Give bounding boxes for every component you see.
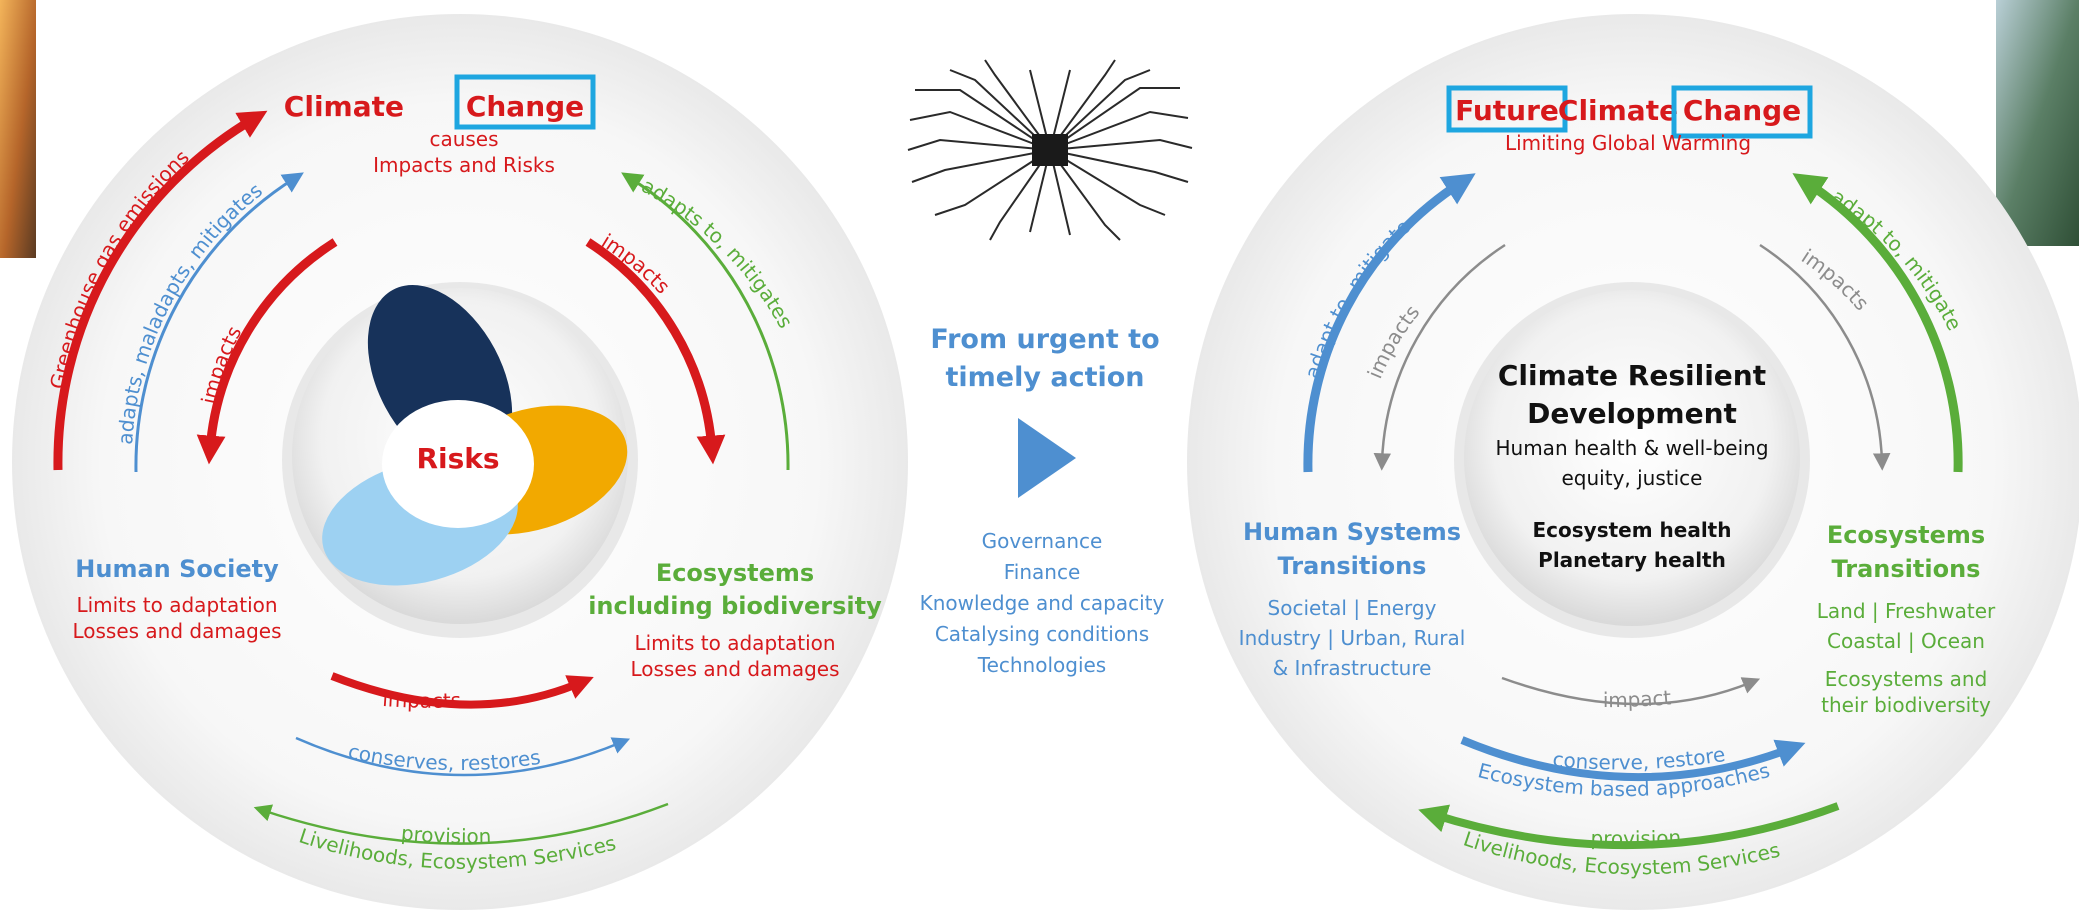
left-subtitle-causes: causes: [429, 127, 498, 151]
right-change-highlight: [1671, 85, 1813, 139]
play-arrow-icon: [1018, 418, 1076, 498]
impacts-right2-arrow: [1759, 243, 1891, 471]
est-line4: their biodiversity: [1821, 693, 1991, 717]
right-title-future: Future: [1455, 94, 1559, 127]
hst-line1: Societal | Energy: [1268, 596, 1437, 620]
chip-icon: [1032, 134, 1068, 166]
left-change-highlight: [454, 74, 596, 130]
provision2-arrow: [1418, 802, 1840, 850]
adapts-arrow: [134, 172, 304, 473]
risks-petals: [322, 285, 628, 586]
ecosystems-line1: Limits to adaptation: [634, 631, 835, 655]
conserve-arrow: [1460, 736, 1806, 782]
middle-item: Catalysing conditions: [935, 622, 1149, 646]
crd-line3: Ecosystem health: [1533, 518, 1732, 542]
est-line2: Coastal | Ocean: [1827, 629, 1985, 653]
impacts-left2-arrow: [1373, 243, 1506, 471]
ecosystems-title1: Ecosystems: [656, 559, 814, 587]
adapt-right-arrow: [1792, 173, 1963, 473]
middle-heading-2: timely action: [945, 362, 1144, 393]
provision2-label: provision: [1590, 825, 1681, 850]
impact-bottom2-label: impact: [1603, 685, 1672, 712]
human-society-line1: Limits to adaptation: [76, 593, 277, 617]
right-subtitle: Limiting Global Warming: [1505, 131, 1751, 155]
right-disc: Climate Resilient Development Human heal…: [1187, 14, 2079, 910]
adapt-left-arrow: [1303, 173, 1476, 473]
est-title1: Ecosystems: [1827, 521, 1985, 549]
left-title-climate: Climate: [284, 90, 404, 123]
impact-bottom2-arrow: [1501, 676, 1761, 706]
crd-title1: Climate Resilient: [1498, 359, 1766, 392]
ghg-arrow: [53, 110, 268, 471]
left-title-change: Change: [466, 90, 584, 123]
middle-item: Finance: [1004, 560, 1081, 584]
risks-label: Risks: [416, 442, 499, 475]
ecosystems-line2: Losses and damages: [630, 657, 839, 681]
right-title-climate: Climate: [1558, 94, 1678, 127]
crd-line1: Human health & well-being: [1495, 436, 1768, 460]
middle-heading-1: From urgent to: [930, 324, 1159, 355]
middle-item: Knowledge and capacity: [920, 591, 1165, 615]
human-society-title: Human Society: [75, 555, 279, 583]
est-line1: Land | Freshwater: [1817, 599, 1996, 623]
middle-panel: From urgent to timely action GovernanceF…: [866, 0, 1206, 677]
provision-arrow: [253, 802, 669, 845]
hst-line3: & Infrastructure: [1273, 656, 1432, 680]
impacts-bottom-arrow: [330, 672, 594, 709]
left-disc: Risks Greenhouse gas emissions adapts, m…: [12, 14, 908, 910]
crd-title2: Development: [1527, 397, 1737, 430]
left-subtitle-impacts: Impacts and Risks: [373, 153, 555, 177]
adapts-to-arrow: [621, 172, 790, 471]
est-title2: Transitions: [1832, 555, 1981, 583]
right-city-photo: [1996, 0, 2079, 246]
ecosystems-title2: including biodiversity: [588, 592, 882, 620]
conserves-arrow: [295, 736, 631, 777]
crd-line4: Planetary health: [1538, 548, 1726, 572]
right-title-change: Change: [1683, 94, 1801, 127]
impacts-right-arrow: [585, 238, 726, 465]
hst-title1: Human Systems: [1243, 518, 1461, 546]
hst-line2: Industry | Urban, Rural: [1239, 626, 1466, 650]
middle-item: Governance: [982, 529, 1103, 553]
future-highlight: [1446, 85, 1568, 133]
impacts-bottom-label: impacts: [382, 687, 462, 713]
est-line3: Ecosystems and: [1825, 667, 1988, 691]
hst-title2: Transitions: [1278, 552, 1427, 580]
left-city-photo: [0, 0, 36, 258]
human-society-line2: Losses and damages: [72, 619, 281, 643]
provision-label: provision: [400, 821, 491, 849]
middle-item: Technologies: [977, 653, 1106, 677]
impacts-left-arrow: [196, 238, 338, 465]
crd-line2: equity, justice: [1562, 466, 1703, 490]
